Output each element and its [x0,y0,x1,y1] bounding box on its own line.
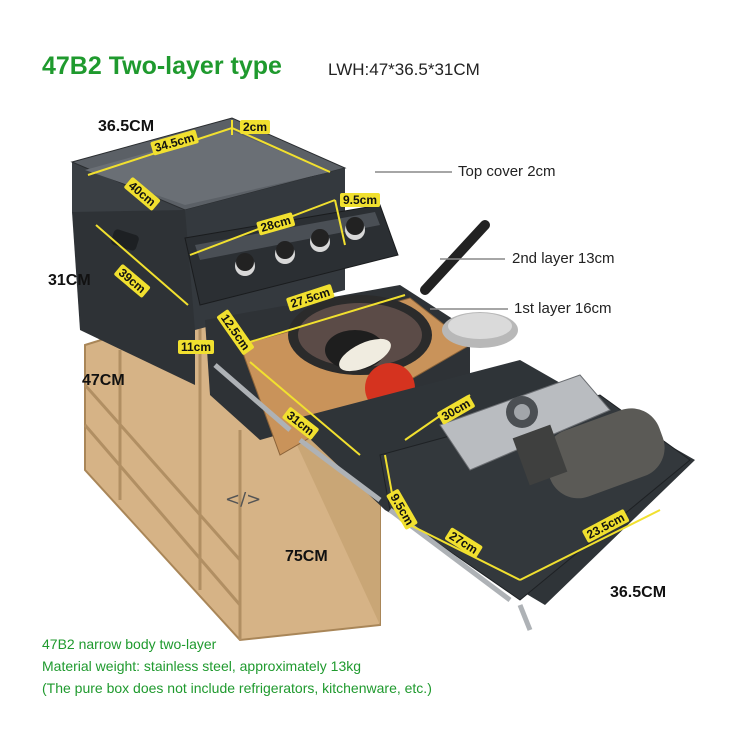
callout-second-layer: 2nd layer 13cm [512,250,615,267]
footer-line-1: 47B2 narrow body two-layer [42,636,217,652]
extended-length: 75CM [285,548,328,565]
page-title: 47B2 Two-layer type [42,52,282,80]
outer-width-bottom: 36.5CM [610,584,667,601]
measure-top-thickness: 2cm [240,120,271,134]
overall-dimensions: LWH:47*36.5*31CM [328,60,480,79]
pan-handle [420,220,490,295]
callout-top-cover: Top cover 2cm [458,163,556,180]
outer-height: 31CM [48,272,91,289]
outer-length: 47CM [82,372,125,389]
measure-layer-height: 11cm [178,340,215,354]
svg-text:</>: </> [225,489,261,510]
footer-line-3: (The pure box does not include refrigera… [42,680,432,696]
callout-first-layer: 1st layer 16cm [514,300,612,317]
callout-lines [375,171,508,310]
footer-line-2: Material weight: stainless steel, approx… [42,658,362,674]
second-layer-drawer [184,204,399,306]
measure-drawer-height: 9.5cm [340,193,381,207]
outer-width-top: 36.5CM [98,118,155,135]
